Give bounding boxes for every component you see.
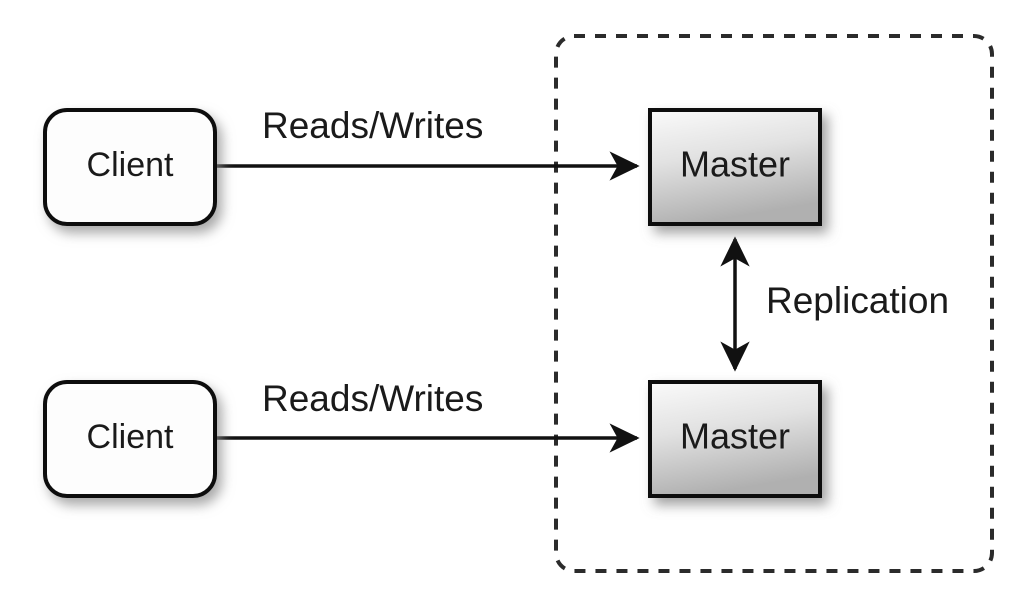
client-top-shape [43,108,217,226]
edge-label-reads-writes-top: Reads/Writes [262,105,483,146]
master-bottom-shape [648,380,822,498]
client-bottom-label: Client [87,418,174,456]
node-client-top[interactable]: Client [43,108,217,226]
replication-cluster-boundary [554,34,994,573]
node-client-bottom[interactable]: Client [43,380,217,498]
node-master-bottom[interactable]: Master [648,380,822,498]
master-top-label: Master [680,144,790,185]
master-bottom-label: Master [680,416,790,457]
client-top-label: Client [87,146,174,184]
node-master-top[interactable]: Master [648,108,822,226]
edge-label-reads-writes-bottom: Reads/Writes [262,378,483,419]
client-bottom-shape [43,380,217,498]
edge-label-replication: Replication [766,280,949,321]
master-top-shape [648,108,822,226]
